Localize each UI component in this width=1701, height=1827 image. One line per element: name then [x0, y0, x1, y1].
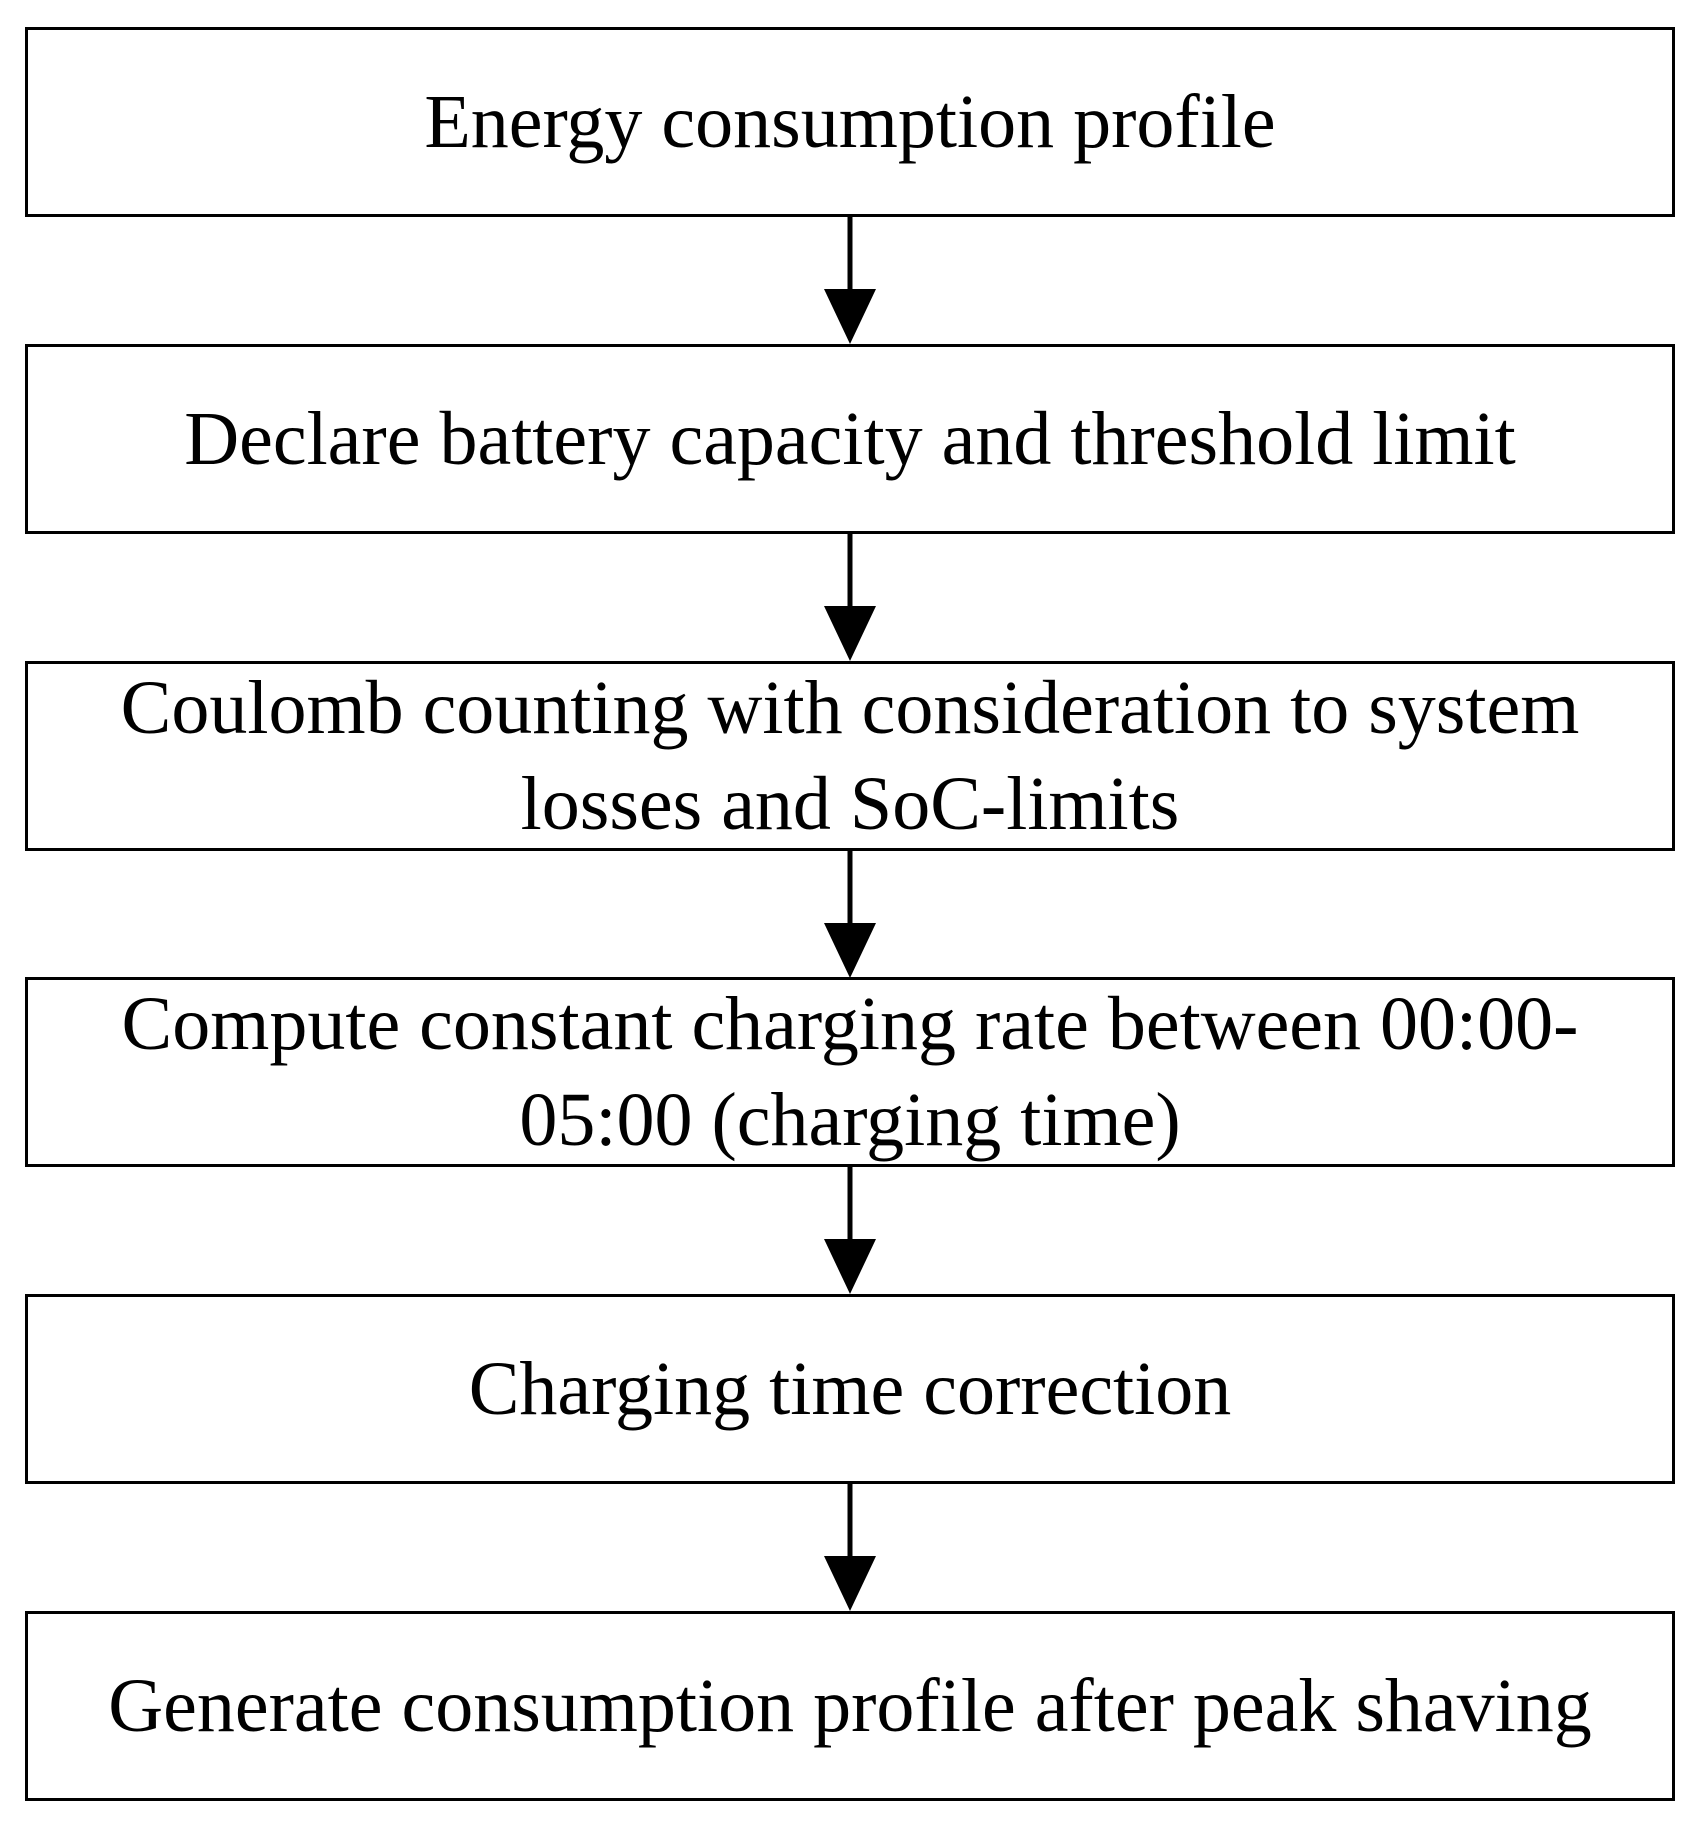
down-arrow-icon [824, 851, 876, 978]
down-arrow-icon [824, 1167, 876, 1294]
step-box-compute-charging-rate: Compute constant charging rate between 0… [25, 977, 1675, 1167]
down-arrow-icon [824, 534, 876, 661]
step-box-generate-profile: Generate consumption profile after peak … [25, 1611, 1675, 1801]
down-arrow-icon [824, 1484, 876, 1611]
step-label: Declare battery capacity and threshold l… [184, 397, 1516, 481]
step-label: Charging time correction [468, 1347, 1232, 1431]
down-arrow-icon [824, 217, 876, 344]
step-box-energy-consumption-profile: Energy consumption profile [25, 27, 1675, 217]
step-label: Compute constant charging rate between 0… [121, 982, 1579, 1162]
step-box-coulomb-counting: Coulomb counting with consideration to s… [25, 661, 1675, 851]
step-label: Energy consumption profile [424, 80, 1276, 164]
step-label: Generate consumption profile after peak … [108, 1664, 1592, 1748]
step-box-charging-time-correction: Charging time correction [25, 1294, 1675, 1484]
step-label: Coulomb counting with consideration to s… [120, 666, 1580, 846]
step-box-declare-battery-capacity: Declare battery capacity and threshold l… [25, 344, 1675, 534]
